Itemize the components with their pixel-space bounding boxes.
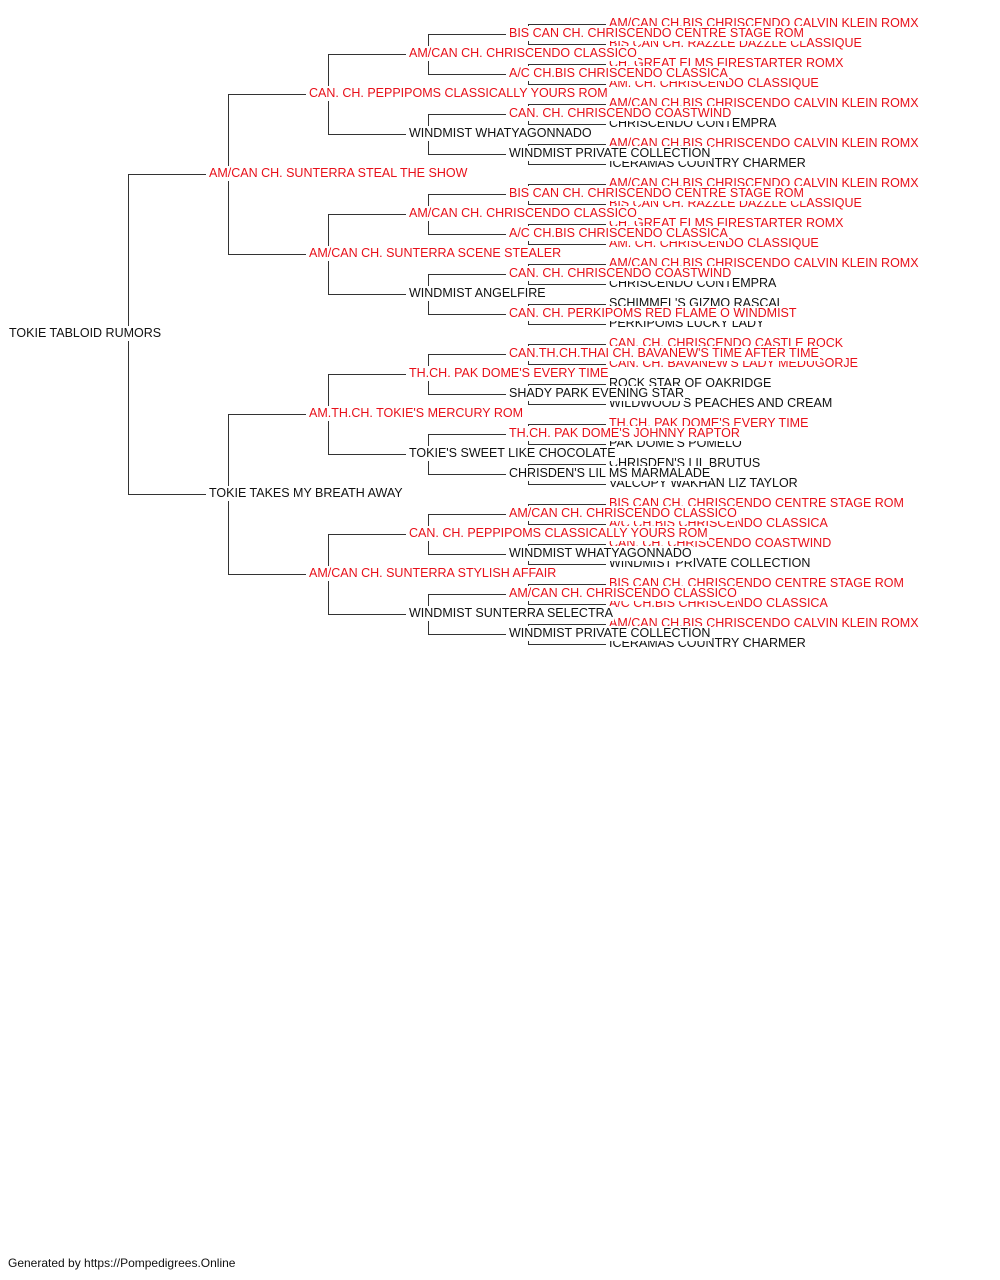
- connector-line: [428, 114, 506, 115]
- connector-line: [528, 524, 606, 525]
- pedigree-name-gen4: BIS CAN CH. CHRISCENDO CENTRE STAGE ROM: [508, 186, 805, 201]
- connector-line: [228, 414, 306, 415]
- connector-line: [528, 344, 606, 345]
- connector-line: [528, 144, 606, 145]
- connector-line: [428, 234, 506, 235]
- connector-line: [528, 464, 606, 465]
- connector-line: [428, 594, 506, 595]
- connector-line: [528, 104, 606, 105]
- connector-line: [528, 424, 606, 425]
- connector-line: [428, 394, 506, 395]
- pedigree-name-gen4: WINDMIST PRIVATE COLLECTION: [508, 626, 712, 641]
- connector-line: [528, 364, 606, 365]
- connector-line: [528, 584, 606, 585]
- connector-line: [428, 554, 506, 555]
- connector-line: [528, 284, 606, 285]
- connector-line: [428, 274, 506, 275]
- connector-line: [328, 614, 406, 615]
- connector-line: [328, 134, 406, 135]
- pedigree-name-gen3: TOKIE'S SWEET LIKE CHOCOLATE: [408, 446, 617, 461]
- connector-line: [528, 644, 606, 645]
- connector-line: [528, 164, 606, 165]
- connector-line: [528, 44, 606, 45]
- pedigree-name-gen4: AM/CAN CH. CHRISCENDO CLASSICO: [508, 586, 738, 601]
- connector-line: [528, 244, 606, 245]
- pedigree-name-gen4: CAN. CH. PERKIPOMS RED FLAME O WINDMIST: [508, 306, 798, 321]
- connector-line: [528, 604, 606, 605]
- pedigree-name-gen4: CAN. CH. CHRISCENDO COASTWIND: [508, 266, 733, 281]
- connector-line: [528, 304, 606, 305]
- connector-line: [528, 504, 606, 505]
- connector-line: [528, 264, 606, 265]
- pedigree-name-gen3: AM/CAN CH. CHRISCENDO CLASSICO: [408, 46, 638, 61]
- pedigree-name-gen4: A/C CH.BIS CHRISCENDO CLASSICA: [508, 226, 729, 241]
- connector-line: [428, 74, 506, 75]
- connector-line: [428, 34, 506, 35]
- connector-line: [328, 294, 406, 295]
- connector-line: [428, 634, 506, 635]
- connector-line: [528, 184, 606, 185]
- pedigree-name-gen4: TH.CH. PAK DOME'S JOHNNY RAPTOR: [508, 426, 741, 441]
- connector-line: [328, 214, 406, 215]
- connector-line: [328, 374, 406, 375]
- connector-line: [528, 84, 606, 85]
- pedigree-name-gen2: AM.TH.CH. TOKIE'S MERCURY ROM: [308, 406, 524, 421]
- connector-line: [328, 54, 406, 55]
- connector-line: [428, 314, 506, 315]
- connector-line: [328, 534, 406, 535]
- pedigree-name-gen4: CHRISDEN'S LIL MS MARMALADE: [508, 466, 712, 481]
- connector-line: [128, 174, 206, 175]
- pedigree-name-gen1: AM/CAN CH. SUNTERRA STEAL THE SHOW: [208, 166, 469, 181]
- pedigree-name-gen2: AM/CAN CH. SUNTERRA STYLISH AFFAIR: [308, 566, 558, 581]
- pedigree-name-gen4: BIS CAN CH. CHRISCENDO CENTRE STAGE ROM: [508, 26, 805, 41]
- connector-line: [528, 224, 606, 225]
- connector-line: [328, 454, 406, 455]
- connector-line: [428, 434, 506, 435]
- connector-line: [128, 494, 206, 495]
- connector-line: [528, 324, 606, 325]
- pedigree-name-gen3: AM/CAN CH. CHRISCENDO CLASSICO: [408, 206, 638, 221]
- pedigree-name-gen4: WINDMIST WHATYAGONNADO: [508, 546, 693, 561]
- connector-line: [528, 564, 606, 565]
- pedigree-name-gen2: CAN. CH. PEPPIPOMS CLASSICALLY YOURS ROM: [308, 86, 609, 101]
- pedigree-name-gen3: TH.CH. PAK DOME'S EVERY TIME: [408, 366, 610, 381]
- connector-line: [528, 624, 606, 625]
- pedigree-name-gen4: AM/CAN CH. CHRISCENDO CLASSICO: [508, 506, 738, 521]
- pedigree-name-gen4: A/C CH.BIS CHRISCENDO CLASSICA: [508, 66, 729, 81]
- connector-line: [428, 514, 506, 515]
- connector-line: [428, 194, 506, 195]
- connector-line: [428, 474, 506, 475]
- pedigree-name-gen4: CAN. CH. CHRISCENDO COASTWIND: [508, 106, 733, 121]
- connector-line: [528, 204, 606, 205]
- pedigree-name-gen3: WINDMIST ANGELFIRE: [408, 286, 547, 301]
- pedigree-name-gen0: TOKIE TABLOID RUMORS: [8, 326, 163, 341]
- connector-line: [528, 384, 606, 385]
- connector-line: [528, 24, 606, 25]
- connector-line: [428, 154, 506, 155]
- connector-line: [228, 254, 306, 255]
- pedigree-name-gen3: WINDMIST WHATYAGONNADO: [408, 126, 593, 141]
- footer-credit: Generated by https://Pompedigrees.Online: [8, 1256, 236, 1270]
- pedigree-name-gen4: CAN.TH.CH.THAI CH. BAVANEW'S TIME AFTER …: [508, 346, 820, 361]
- pedigree-name-gen1: TOKIE TAKES MY BREATH AWAY: [208, 486, 404, 501]
- connector-line: [228, 94, 306, 95]
- connector-line: [528, 484, 606, 485]
- pedigree-name-gen3: WINDMIST SUNTERRA SELECTRA: [408, 606, 614, 621]
- pedigree-name-gen2: AM/CAN CH. SUNTERRA SCENE STEALER: [308, 246, 563, 261]
- connector-line: [428, 354, 506, 355]
- pedigree-name-gen4: SHADY PARK EVENING STAR: [508, 386, 686, 401]
- connector-line: [528, 64, 606, 65]
- connector-line: [528, 124, 606, 125]
- pedigree-name-gen3: CAN. CH. PEPPIPOMS CLASSICALLY YOURS ROM: [408, 526, 709, 541]
- pedigree-name-gen4: WINDMIST PRIVATE COLLECTION: [508, 146, 712, 161]
- connector-line: [228, 574, 306, 575]
- connector-line: [528, 544, 606, 545]
- connector-line: [528, 444, 606, 445]
- connector-line: [528, 404, 606, 405]
